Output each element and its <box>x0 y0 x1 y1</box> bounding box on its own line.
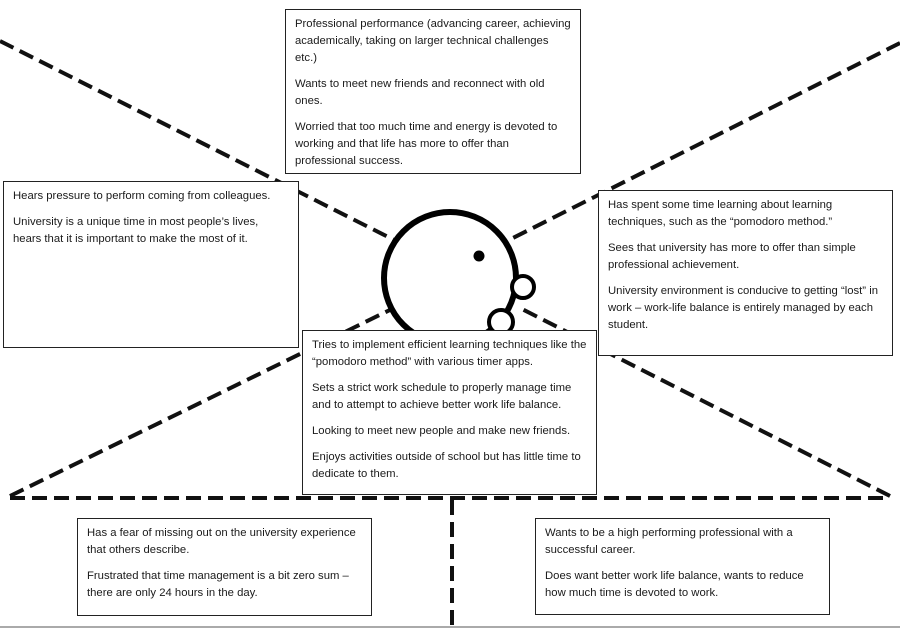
nose-circle <box>510 274 536 300</box>
diagonal-bottom-right <box>519 306 891 498</box>
say-do-item: Looking to meet new people and make new … <box>312 425 571 437</box>
see-box: Has spent some time learning about learn… <box>598 190 893 356</box>
gain-item: Does want better work life balance, want… <box>545 570 804 599</box>
think-feel-item: Professional performance (advancing care… <box>295 18 571 64</box>
hear-item: Hears pressure to perform coming from co… <box>13 190 271 202</box>
pain-item: Frustrated that time management is a bit… <box>87 570 349 599</box>
see-item: University environment is conducive to g… <box>608 285 878 331</box>
hear-box: Hears pressure to perform coming from co… <box>3 181 299 348</box>
gain-box: Wants to be a high performing profession… <box>535 518 830 615</box>
eye-dot <box>473 250 485 262</box>
persona-head-icon <box>381 209 536 347</box>
think-feel-item: Wants to meet new friends and reconnect … <box>295 78 545 107</box>
say-and-do-box: Tries to implement efficient learning te… <box>302 330 597 495</box>
gain-item: Wants to be a high performing profession… <box>545 527 793 556</box>
think-and-feel-box: Professional performance (advancing care… <box>285 9 581 174</box>
hear-item: University is a unique time in most peop… <box>13 216 259 245</box>
say-do-item: Tries to implement efficient learning te… <box>312 339 587 368</box>
pain-box: Has a fear of missing out on the univers… <box>77 518 372 616</box>
diagonal-top-left <box>0 39 411 250</box>
see-item: Sees that university has more to offer t… <box>608 242 856 271</box>
see-item: Has spent some time learning about learn… <box>608 199 833 228</box>
pain-item: Has a fear of missing out on the univers… <box>87 527 356 556</box>
think-feel-item: Worried that too much time and energy is… <box>295 121 558 167</box>
say-do-item: Enjoys activities outside of school but … <box>312 451 581 480</box>
diagonal-top-right <box>504 41 900 244</box>
say-do-item: Sets a strict work schedule to properly … <box>312 382 572 411</box>
